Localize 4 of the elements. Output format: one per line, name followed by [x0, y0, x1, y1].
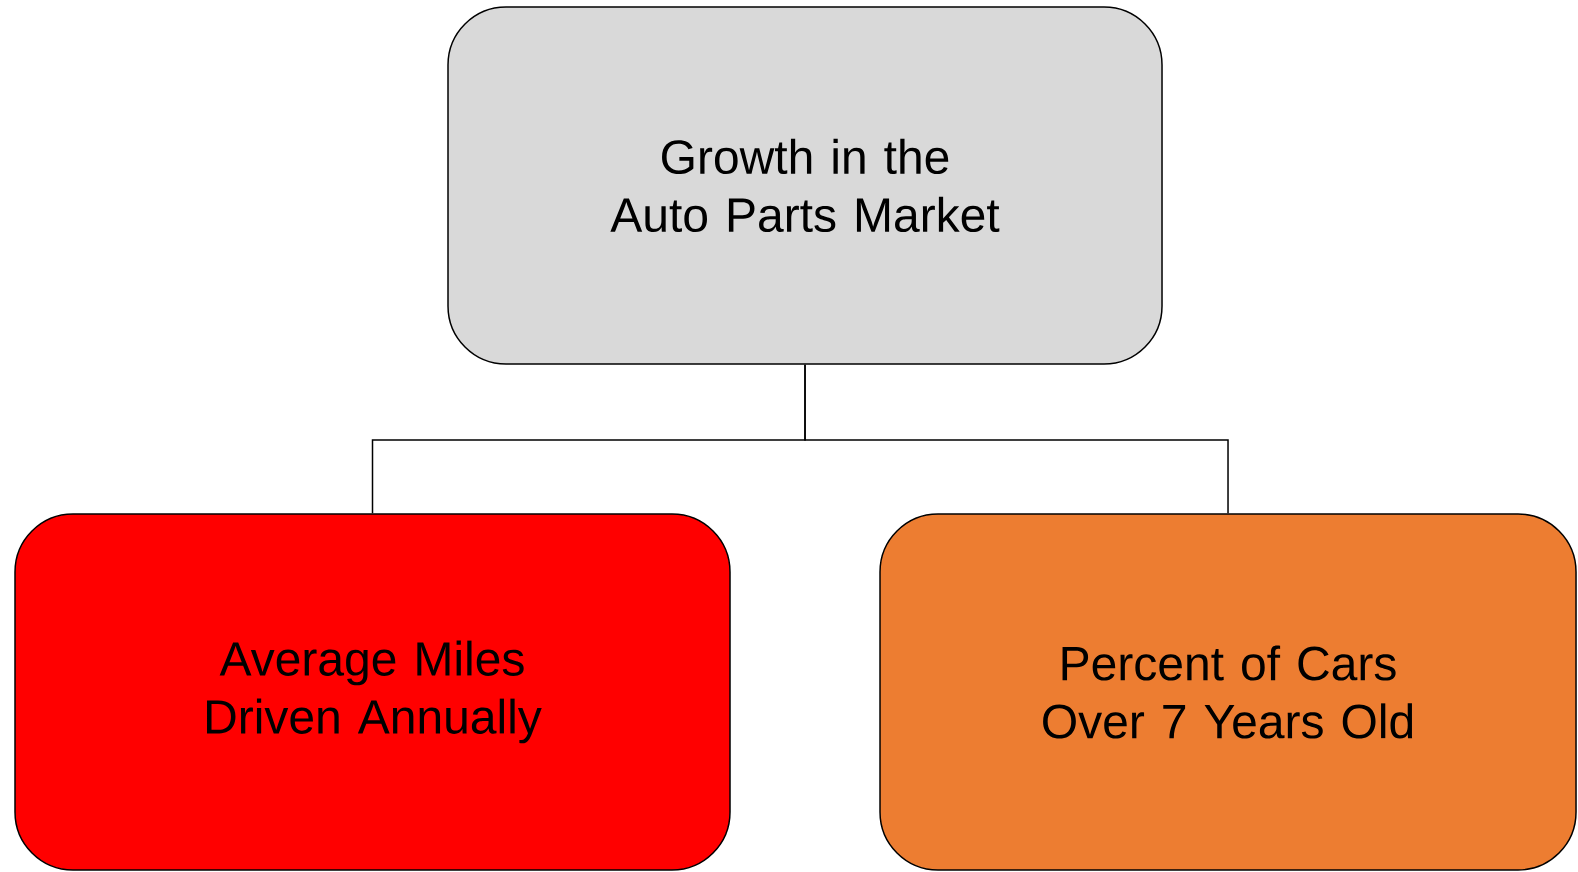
process-box: Average Miles Driven Annually	[14, 513, 731, 871]
connector-line	[804, 364, 1229, 514]
process-box: Percent of Cars Over 7 Years Old	[879, 513, 1577, 871]
process-box: Growth in the Auto Parts Market	[447, 6, 1163, 365]
